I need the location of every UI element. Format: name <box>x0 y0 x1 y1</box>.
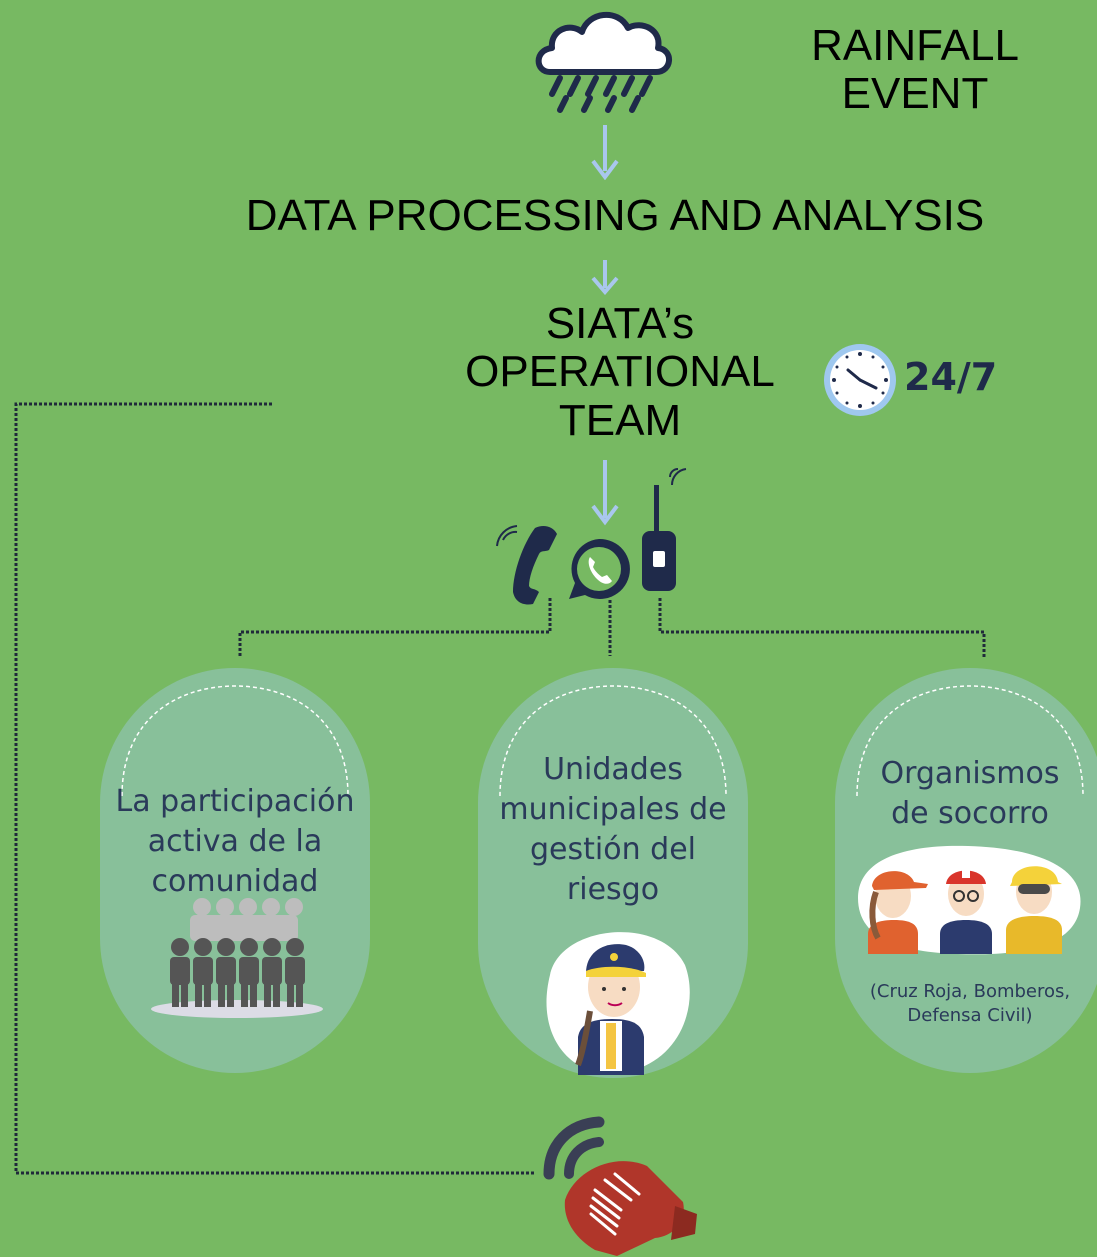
arc-decoration <box>499 685 727 797</box>
community-line: activa de la <box>147 824 323 859</box>
team-line3: TEAM <box>558 395 682 445</box>
caption-line: Defensa Civil) <box>907 1005 1033 1026</box>
community-label: La participación activa de la comunidad <box>100 782 370 902</box>
whatsapp-icon <box>569 538 630 599</box>
relief-agencies-label: Organismos de socorro <box>835 754 1097 834</box>
rescuers-illustration <box>858 845 1081 955</box>
clock-icon <box>824 344 896 416</box>
relief-line: de socorro <box>891 796 1049 831</box>
municipal-line: riesgo <box>566 872 660 907</box>
event-title-line2: EVENT <box>841 69 989 119</box>
arc-decoration <box>121 685 349 797</box>
relief-agencies-caption: (Cruz Roja, Bomberos, Defensa Civil) <box>835 980 1097 1028</box>
relief-line: Organismos <box>880 756 1060 791</box>
arc-decoration <box>856 685 1084 797</box>
community-line: La participación <box>115 784 355 819</box>
rain-cloud-icon <box>535 11 672 113</box>
arrow-down-icon <box>591 125 619 180</box>
rainfall-event-title: RAINFALL EVENT <box>770 21 1060 119</box>
community-line: comunidad <box>151 864 319 899</box>
caption-line: (Cruz Roja, Bomberos, <box>869 981 1071 1002</box>
municipal-line: municipales de <box>499 792 727 827</box>
municipal-line: Unidades <box>543 752 683 787</box>
phone-icon <box>496 525 557 605</box>
arrow-down-icon <box>591 460 619 526</box>
walkie-talkie-icon <box>642 468 687 591</box>
operational-team-label: SIATA’s OPERATIONAL TEAM <box>440 299 800 445</box>
availability-badge: 24/7 <box>904 355 998 399</box>
arrow-down-icon <box>591 260 619 295</box>
risk-officer-illustration <box>546 932 690 1075</box>
siren-icon <box>543 1116 697 1256</box>
municipal-line: gestión del <box>530 832 696 867</box>
event-title-line1: RAINFALL <box>811 21 1019 70</box>
team-line1: SIATA’s <box>545 299 695 348</box>
team-line2: OPERATIONAL <box>465 347 775 397</box>
processing-label: DATA PROCESSING AND ANALYSIS <box>245 191 985 240</box>
municipal-units-label: Unidades municipales de gestión del ries… <box>478 750 748 910</box>
people-crowd-icon <box>151 898 323 1018</box>
